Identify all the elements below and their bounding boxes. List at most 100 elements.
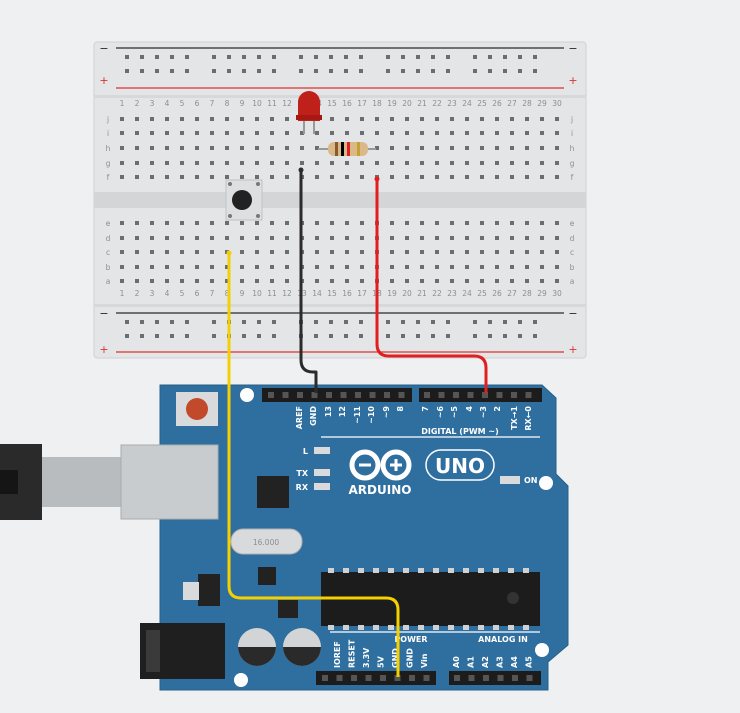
breadboard-hole[interactable] — [375, 161, 379, 165]
rail-hole[interactable] — [272, 320, 276, 324]
rail-hole[interactable] — [242, 334, 246, 338]
breadboard-hole[interactable] — [555, 175, 559, 179]
breadboard-hole[interactable] — [165, 175, 169, 179]
header-pin[interactable] — [409, 675, 415, 681]
breadboard-hole[interactable] — [555, 117, 559, 121]
breadboard-hole[interactable] — [405, 175, 409, 179]
rail-hole[interactable] — [446, 69, 450, 73]
breadboard-hole[interactable] — [120, 236, 124, 240]
breadboard-hole[interactable] — [210, 250, 214, 254]
rail-hole[interactable] — [155, 320, 159, 324]
breadboard-hole[interactable] — [405, 236, 409, 240]
breadboard-hole[interactable] — [195, 279, 199, 283]
breadboard-hole[interactable] — [165, 131, 169, 135]
breadboard-hole[interactable] — [480, 236, 484, 240]
breadboard-hole[interactable] — [375, 117, 379, 121]
breadboard-hole[interactable] — [255, 236, 259, 240]
breadboard-hole[interactable] — [450, 131, 454, 135]
breadboard-hole[interactable] — [120, 146, 124, 150]
rail-hole[interactable] — [359, 69, 363, 73]
rail-hole[interactable] — [170, 69, 174, 73]
breadboard-hole[interactable] — [435, 265, 439, 269]
breadboard-hole[interactable] — [330, 250, 334, 254]
rail-hole[interactable] — [416, 69, 420, 73]
breadboard-hole[interactable] — [180, 250, 184, 254]
breadboard-hole[interactable] — [195, 221, 199, 225]
header-pin[interactable] — [438, 392, 445, 398]
breadboard-hole[interactable] — [540, 265, 544, 269]
breadboard-hole[interactable] — [330, 265, 334, 269]
breadboard-hole[interactable] — [195, 236, 199, 240]
breadboard-hole[interactable] — [210, 265, 214, 269]
breadboard-hole[interactable] — [180, 161, 184, 165]
breadboard-hole[interactable] — [555, 265, 559, 269]
breadboard-hole[interactable] — [300, 161, 304, 165]
rail-hole[interactable] — [473, 320, 477, 324]
breadboard-hole[interactable] — [270, 236, 274, 240]
header-pin[interactable] — [380, 675, 386, 681]
breadboard-hole[interactable] — [450, 221, 454, 225]
breadboard-hole[interactable] — [525, 131, 529, 135]
breadboard-hole[interactable] — [150, 265, 154, 269]
breadboard-hole[interactable] — [540, 221, 544, 225]
rail-hole[interactable] — [242, 320, 246, 324]
rail-hole[interactable] — [503, 334, 507, 338]
breadboard-hole[interactable] — [270, 117, 274, 121]
rail-hole[interactable] — [185, 55, 189, 59]
breadboard-hole[interactable] — [330, 131, 334, 135]
rail-hole[interactable] — [227, 55, 231, 59]
breadboard-hole[interactable] — [390, 279, 394, 283]
breadboard-hole[interactable] — [345, 131, 349, 135]
breadboard-hole[interactable] — [225, 221, 229, 225]
rail-hole[interactable] — [518, 334, 522, 338]
breadboard-hole[interactable] — [420, 131, 424, 135]
breadboard-hole[interactable] — [540, 279, 544, 283]
breadboard-hole[interactable] — [510, 221, 514, 225]
rail-hole[interactable] — [518, 320, 522, 324]
breadboard-hole[interactable] — [150, 161, 154, 165]
breadboard-hole[interactable] — [480, 175, 484, 179]
breadboard-hole[interactable] — [345, 117, 349, 121]
breadboard-hole[interactable] — [135, 117, 139, 121]
breadboard-hole[interactable] — [240, 175, 244, 179]
rail-hole[interactable] — [416, 334, 420, 338]
breadboard-hole[interactable] — [300, 131, 304, 135]
breadboard-hole[interactable] — [240, 265, 244, 269]
breadboard-hole[interactable] — [285, 221, 289, 225]
rail-hole[interactable] — [503, 55, 507, 59]
breadboard-hole[interactable] — [180, 175, 184, 179]
breadboard-hole[interactable] — [495, 161, 499, 165]
rail-hole[interactable] — [299, 55, 303, 59]
rail-hole[interactable] — [170, 320, 174, 324]
breadboard-hole[interactable] — [120, 117, 124, 121]
breadboard-hole[interactable] — [525, 117, 529, 121]
breadboard-hole[interactable] — [165, 250, 169, 254]
breadboard-hole[interactable] — [135, 265, 139, 269]
breadboard-hole[interactable] — [120, 175, 124, 179]
breadboard-hole[interactable] — [465, 279, 469, 283]
rail-hole[interactable] — [140, 320, 144, 324]
rail-hole[interactable] — [299, 69, 303, 73]
breadboard-hole[interactable] — [450, 117, 454, 121]
rail-hole[interactable] — [359, 320, 363, 324]
rail-hole[interactable] — [446, 320, 450, 324]
breadboard-hole[interactable] — [495, 131, 499, 135]
breadboard-hole[interactable] — [435, 236, 439, 240]
breadboard-hole[interactable] — [270, 265, 274, 269]
rail-hole[interactable] — [386, 55, 390, 59]
breadboard-hole[interactable] — [555, 221, 559, 225]
breadboard-hole[interactable] — [510, 236, 514, 240]
breadboard-hole[interactable] — [315, 279, 319, 283]
breadboard-hole[interactable] — [135, 161, 139, 165]
breadboard-hole[interactable] — [360, 161, 364, 165]
breadboard-hole[interactable] — [540, 146, 544, 150]
breadboard-hole[interactable] — [135, 250, 139, 254]
breadboard-hole[interactable] — [375, 146, 379, 150]
breadboard-hole[interactable] — [555, 161, 559, 165]
breadboard-hole[interactable] — [240, 279, 244, 283]
breadboard-hole[interactable] — [360, 117, 364, 121]
breadboard-hole[interactable] — [285, 161, 289, 165]
rail-hole[interactable] — [518, 55, 522, 59]
breadboard-hole[interactable] — [540, 175, 544, 179]
header-pin[interactable] — [369, 392, 376, 398]
